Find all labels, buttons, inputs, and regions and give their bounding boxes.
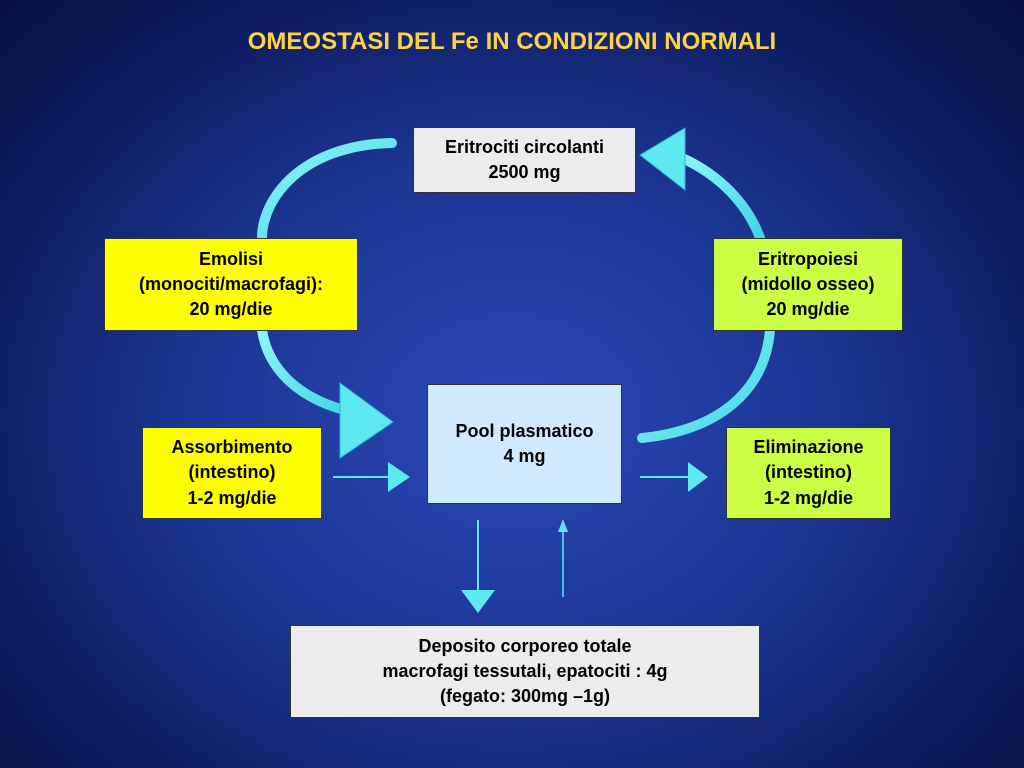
node-deposito-line-2: macrofagi tessutali, epatociti : 4g: [382, 660, 668, 681]
arc-arrow-eritropoiesi: [637, 127, 775, 443]
node-pool-line-1: Pool plasmatico: [455, 420, 594, 441]
node-eritrociti-line-2: 2500 mg: [488, 162, 561, 182]
arrow-deposito-pool: [558, 519, 568, 597]
node-eritropoiesi-line-1: Eritropoiesi: [757, 248, 859, 269]
node-deposito-line-3: (fegato: 300mg –1g): [439, 686, 611, 707]
arrow-assorbimento-pool: [333, 462, 410, 492]
arrow-pool-deposito: [461, 520, 495, 613]
node-eritropoiesi: Eritropoiesi (midollo osseo) 20 mg/die: [713, 238, 903, 331]
node-eliminazione-line-3: 1-2 mg/die: [763, 487, 854, 508]
node-emolisi-line-3: 20 mg/die: [189, 299, 273, 320]
node-assorbimento: Assorbimento (intestino) 1-2 mg/die: [142, 427, 322, 519]
node-eritropoiesi-line-2: (midollo osseo): [741, 273, 875, 294]
node-eritrociti-line-1: Eritrociti circolanti: [444, 136, 605, 157]
node-emolisi-line-2: (monociti/macrofagi):: [138, 273, 323, 294]
node-eritrociti: Eritrociti circolanti 2500 mg: [413, 127, 636, 193]
node-assorbimento-line-1: Assorbimento: [171, 437, 293, 458]
node-emolisi: Emolisi (monociti/macrofagi): 20 mg/die: [104, 238, 358, 331]
node-eliminazione-line-2: (intestino): [765, 462, 852, 483]
node-assorbimento-line-3: 1-2 mg/die: [187, 487, 277, 508]
node-eliminazione: Eliminazione (intestino) 1-2 mg/die: [726, 427, 891, 519]
node-deposito: Deposito corporeo totale macrofagi tessu…: [290, 625, 760, 718]
node-assorbimento-line-2: (intestino): [188, 462, 276, 483]
page-title: OMEOSTASI DEL Fe IN CONDIZIONI NORMALI: [247, 28, 777, 55]
arc-arrow-emolisi: [257, 138, 397, 459]
node-pool-plasmatico: Pool plasmatico 4 mg: [427, 384, 622, 504]
arrow-pool-eliminazione: [640, 462, 708, 492]
node-eritropoiesi-line-3: 20 mg/die: [766, 299, 850, 320]
node-deposito-line-1: Deposito corporeo totale: [418, 635, 632, 656]
node-emolisi-line-1: Emolisi: [198, 248, 264, 269]
node-eliminazione-line-1: Eliminazione: [753, 437, 864, 458]
node-pool-line-2: 4 mg: [503, 446, 546, 466]
